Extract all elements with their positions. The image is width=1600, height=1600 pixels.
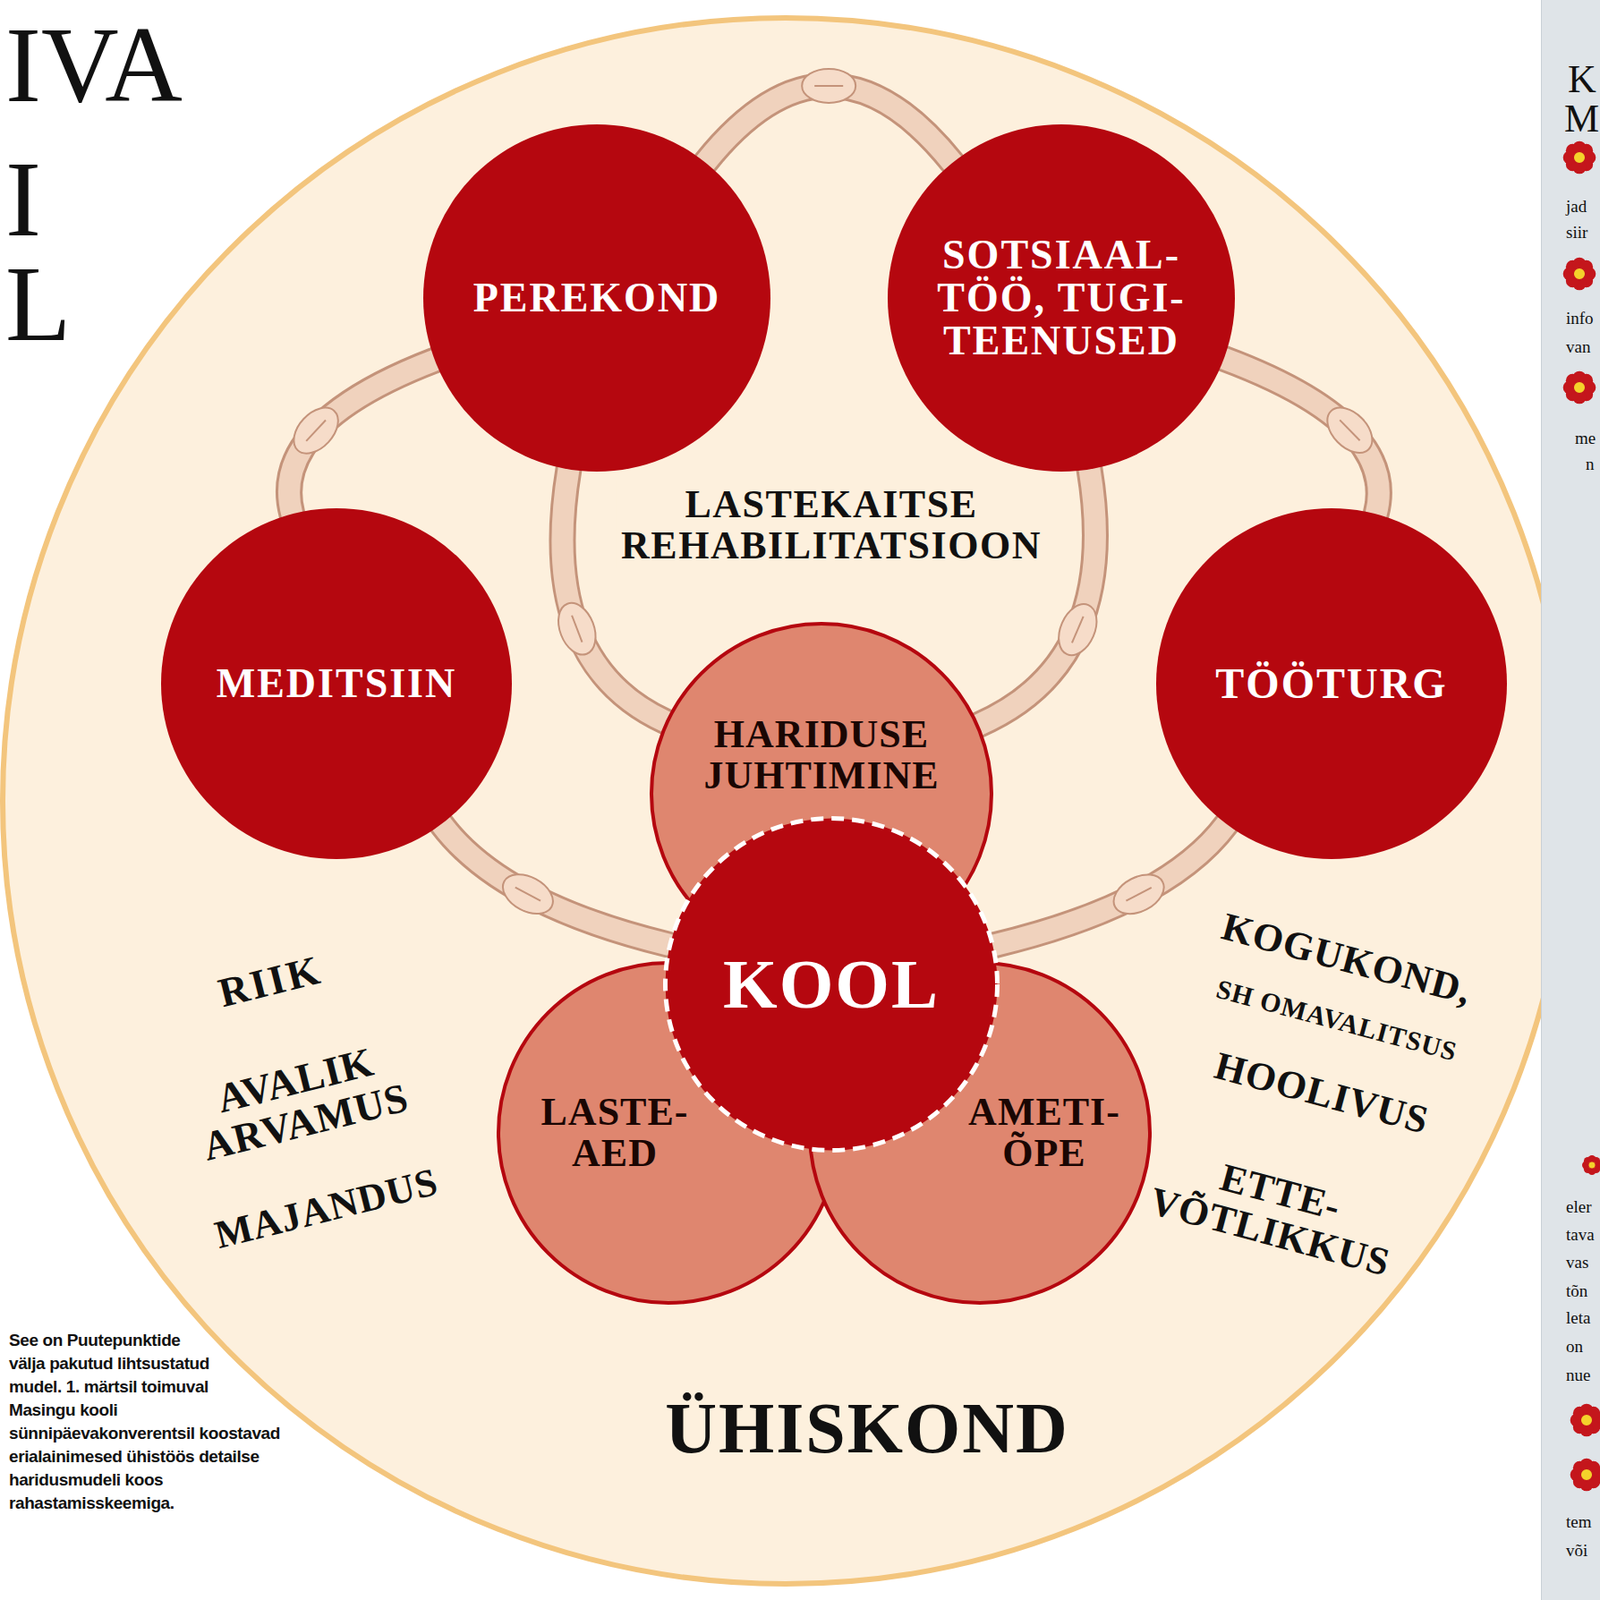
sidebar-text: tava: [1565, 1225, 1595, 1244]
clasped-hands: [551, 597, 603, 661]
circle-label: TÖÖTURG: [1188, 661, 1475, 707]
arm: [1224, 358, 1379, 515]
education-circle-outline: [498, 962, 839, 1303]
arm-connector: [441, 824, 668, 945]
sidebar-text: n: [1585, 455, 1595, 474]
sidebar-text: eler: [1565, 1198, 1592, 1217]
flower-bullet: [1582, 1155, 1600, 1175]
arm: [289, 360, 435, 515]
sidebar-ground: [1540, 0, 1600, 1600]
flower-bullet: [1563, 141, 1597, 175]
sphere-circle-outline: [887, 124, 1235, 472]
sidebar-text: tõn: [1565, 1282, 1588, 1301]
clasped-hands: [1319, 399, 1381, 461]
finger-line: [1125, 887, 1151, 902]
sidebar-text: või: [1565, 1541, 1588, 1560]
sphere-circle-outline: [423, 124, 771, 472]
arm-connector: [995, 824, 1227, 945]
sphere-label: HOOLIVUS: [1210, 1045, 1434, 1142]
sphere-label: MAJANDUS: [211, 1161, 443, 1257]
sidebar-text: tem: [1565, 1513, 1592, 1532]
circle-label: MEDITSIIN: [193, 662, 480, 706]
sphere-circle: PEREKOND: [423, 124, 771, 472]
arm: [441, 824, 668, 945]
clasped-hands: [496, 866, 561, 922]
school-circle: KOOL: [663, 816, 1000, 1153]
sidebar-text: leta: [1565, 1309, 1591, 1328]
sidebar-heading: M: [1564, 99, 1600, 139]
clasped-hands: [1051, 598, 1105, 662]
sidebar-text: me: [1574, 429, 1596, 448]
society-circle-outline: [2, 17, 1569, 1584]
sidebar-text: info: [1565, 309, 1594, 328]
circle-label: LASTE-AED: [525, 1091, 705, 1175]
flower-bullet: [1570, 1404, 1600, 1438]
sphere-circle-outline: [1156, 508, 1507, 860]
sidebar-text: jad: [1565, 197, 1587, 216]
arm-outline: [289, 360, 435, 515]
education-circle-outline: [809, 962, 1150, 1303]
finger-line: [814, 85, 843, 87]
sidebar-text: vas: [1565, 1253, 1589, 1272]
circle-label: PEREKOND: [453, 276, 741, 320]
flower-bullet: [1563, 257, 1597, 291]
arm-outline: [995, 824, 1227, 945]
circle-label: HARIDUSE JUHTIMINE: [687, 714, 956, 797]
sidebar-heading: K: [1567, 59, 1597, 100]
sphere-circle: MEDITSIIN: [161, 508, 512, 860]
circle-label: ÜHISKOND: [664, 1390, 1070, 1466]
sphere-circle: SOTSIAAL-TÖÖ, TUGI-TEENUSED: [887, 124, 1235, 472]
circle-label: SOTSIAAL-TÖÖ, TUGI-TEENUSED: [927, 233, 1196, 364]
clasped-hands: [285, 399, 348, 462]
circle-label: KOOL: [701, 947, 962, 1022]
sphere-label: RIIK: [213, 947, 326, 1015]
center-label: LASTEKAITSE REHABILITATSIOON: [615, 482, 1047, 569]
flower-bullet: [1563, 371, 1597, 405]
caption: See on Puutepunktide välja pakutud lihts…: [8, 1328, 314, 1515]
finger-line: [515, 887, 541, 902]
arm-connector: [1224, 358, 1381, 515]
circle-label: AMETI-ÕPE: [954, 1091, 1134, 1175]
school-circle-outline: [665, 818, 998, 1151]
sphere-circle: TÖÖTURG: [1156, 508, 1507, 860]
title-fragment: I: [5, 145, 42, 254]
clasped-hands: [801, 68, 856, 103]
arm-outline: [1224, 358, 1379, 515]
arm-connector: [705, 68, 953, 163]
finger-line: [571, 615, 582, 643]
sidebar-text: van: [1565, 338, 1591, 357]
sphere-label: AVALIK ARVAMUS: [188, 1034, 414, 1169]
sidebar-rule: [1540, 0, 1542, 1600]
arm-connector: [285, 360, 435, 515]
arm-outline: [441, 824, 668, 945]
sidebar-text: siir: [1565, 223, 1588, 242]
arm: [995, 824, 1227, 945]
title-fragment: IVA: [5, 11, 183, 120]
sphere-label: ETTE-VÕTLIKKUS: [1145, 1140, 1405, 1286]
sidebar-text: on: [1565, 1337, 1583, 1356]
sidebar-text: nue: [1565, 1366, 1591, 1385]
sphere-circle-outline: [161, 508, 512, 860]
society-circle: ÜHISKOND PEREKOND SOTSIAAL-TÖÖ, TUGI-TEENU…: [0, 15, 1572, 1587]
finger-line: [1339, 419, 1360, 441]
title-fragment: L: [5, 250, 71, 358]
finger-line: [1072, 616, 1084, 643]
finger-line: [306, 419, 326, 441]
flower-bullet: [1570, 1458, 1600, 1492]
clasped-hands: [1106, 867, 1171, 922]
